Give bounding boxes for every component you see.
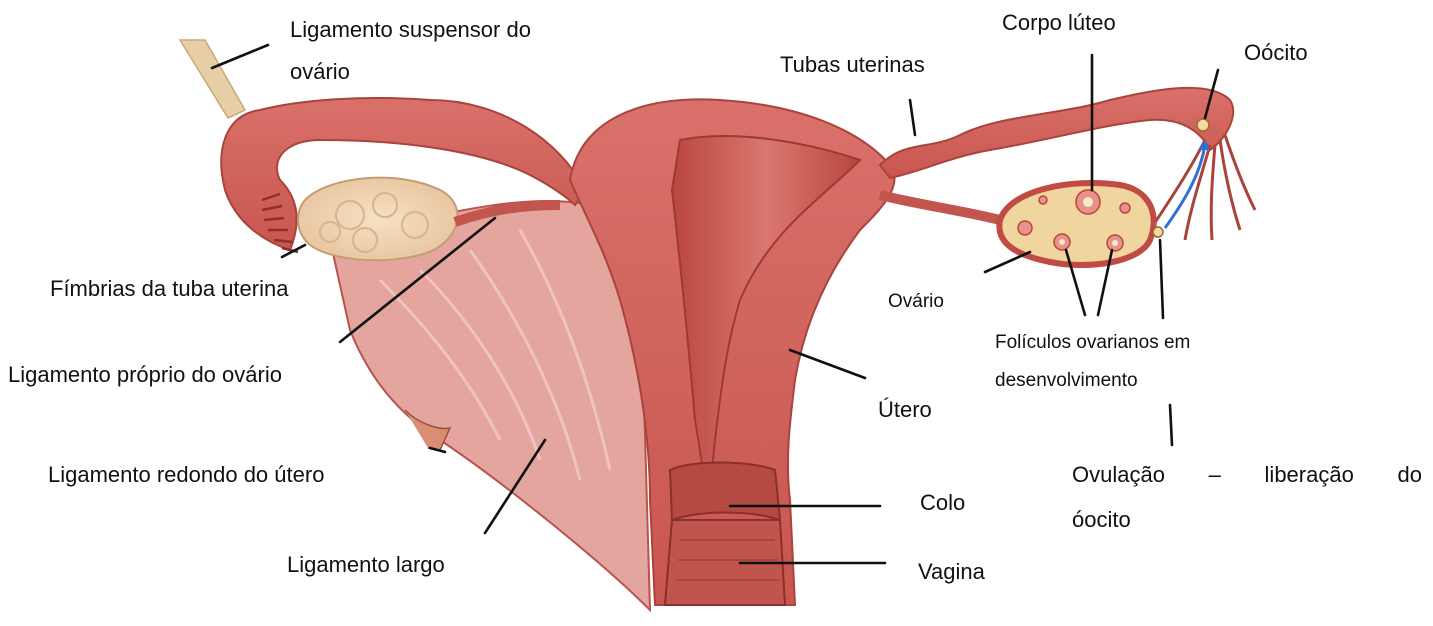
label-uterus: Útero <box>876 395 934 425</box>
label-follicles-line1: Folículos ovarianos em <box>993 328 1192 358</box>
ovulation-word-3: liberação <box>1265 460 1354 490</box>
label-vagina: Vagina <box>916 557 987 587</box>
label-ovulation-line2: óocito <box>1070 505 1133 535</box>
broad-ligament-shape <box>330 201 650 610</box>
label-ovarian-ligament: Ligamento próprio do ovário <box>6 360 284 390</box>
leader-ovulation <box>1160 240 1163 318</box>
leader-uterine-tubes <box>910 100 915 135</box>
cervix-shape <box>670 463 780 521</box>
label-cervix: Colo <box>918 488 967 518</box>
label-fimbriae: Fímbrias da tuba uterina <box>48 274 290 304</box>
right-uterine-tube <box>880 88 1233 178</box>
label-suspensory-ligament-line2: ovário <box>288 57 352 87</box>
oocyte-shape <box>1197 119 1209 131</box>
leader-ovulation-lower <box>1170 405 1172 445</box>
leader-uterus <box>790 350 865 378</box>
label-corpus-luteum: Corpo lúteo <box>1000 8 1118 38</box>
label-suspensory-ligament-line1: Ligamento suspensor do <box>288 15 533 45</box>
leader-suspensory <box>212 45 268 68</box>
left-ovary-shape <box>298 178 457 261</box>
suspensory-ligament-shape <box>180 40 245 118</box>
ovulation-word-4: do <box>1398 460 1422 490</box>
label-ovulation-line1: Ovulação – liberação do <box>1070 460 1424 490</box>
leader-ovary <box>985 252 1030 272</box>
label-uterine-tubes: Tubas uterinas <box>778 50 927 80</box>
label-follicles-line2: desenvolvimento <box>993 366 1140 396</box>
label-oocyte: Oócito <box>1242 38 1310 68</box>
label-round-ligament: Ligamento redondo do útero <box>46 460 326 490</box>
label-broad-ligament: Ligamento largo <box>285 550 447 580</box>
ovulation-word-2: – <box>1209 460 1221 490</box>
ovulation-word-1: Ovulação <box>1072 460 1165 490</box>
label-ovary: Ovário <box>886 287 946 317</box>
